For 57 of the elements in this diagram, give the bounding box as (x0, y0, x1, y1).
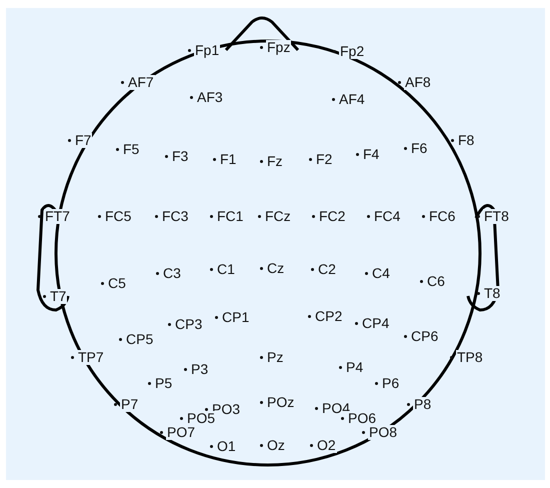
electrode-label: F8 (457, 132, 476, 148)
electrode-label: F2 (315, 152, 334, 166)
electrode-label: Pz (266, 350, 284, 364)
electrode-label: Fp1 (194, 42, 220, 58)
electrode-label: PO6 (347, 410, 378, 426)
electrode-label: TP8 (456, 350, 484, 364)
electrode-label: AF3 (196, 90, 224, 104)
electrode-label: P6 (381, 376, 400, 390)
electrode-label: CP6 (410, 328, 440, 344)
electrode-label: AF7 (127, 74, 155, 90)
electrode-label: CP4 (361, 316, 390, 330)
electrode-label: Cz (266, 260, 286, 276)
electrode-label: FC6 (428, 208, 456, 224)
electrode-label: CP5 (125, 332, 154, 346)
electrode-label: C2 (317, 262, 337, 276)
electrode-label: T8 (483, 286, 502, 300)
electrode-label: PO5 (186, 410, 216, 426)
electrode-label: F5 (122, 142, 140, 156)
electrode-label: POz (266, 394, 296, 410)
electrode-label: F4 (362, 146, 380, 162)
electrode-label: CP3 (174, 316, 204, 332)
electrode-label: P7 (120, 396, 140, 412)
electrode-label: FC5 (104, 208, 132, 224)
electrode-label: O1 (216, 438, 237, 454)
electrode-label: CP2 (314, 308, 344, 324)
electrode-label: C3 (162, 266, 182, 280)
electrode-label: FC4 (373, 208, 402, 224)
electrode-label: P4 (345, 360, 364, 374)
electrode-label: C5 (107, 276, 127, 290)
electrode-label: F6 (410, 140, 428, 156)
electrode-label: FT7 (44, 208, 71, 224)
electrode-label: FT8 (483, 208, 510, 224)
electrode-label: C4 (371, 266, 391, 280)
electrode-label: AF8 (404, 74, 432, 90)
electrode-label: P8 (413, 396, 432, 412)
electrode-label: F7 (74, 132, 92, 148)
electrode-label: O2 (316, 438, 337, 452)
electrode-label: P5 (154, 376, 174, 390)
electrode-label: F3 (171, 148, 190, 164)
electrode-label: C1 (216, 262, 236, 276)
electrode-label: CP1 (221, 310, 250, 324)
electrode-label: Fz (266, 154, 284, 168)
electrode-label: T7 (49, 288, 68, 304)
electrode-label: Oz (266, 438, 286, 452)
electrode-label: AF4 (338, 92, 366, 106)
electrode-label: Fpz (266, 40, 292, 54)
electrode-label: P3 (190, 362, 210, 376)
electrode-label: FCz (264, 208, 292, 224)
electrode-label: F1 (219, 152, 238, 166)
electrode-label: FC2 (318, 208, 346, 224)
electrode-label: FC1 (216, 208, 244, 224)
electrode-label: PO7 (166, 424, 196, 440)
electrode-label: Fp2 (339, 44, 366, 58)
electrode-label: FC3 (161, 208, 190, 224)
electrode-label: TP7 (77, 350, 105, 364)
electrode-label: C6 (426, 274, 446, 288)
electrode-label: PO8 (368, 424, 398, 440)
